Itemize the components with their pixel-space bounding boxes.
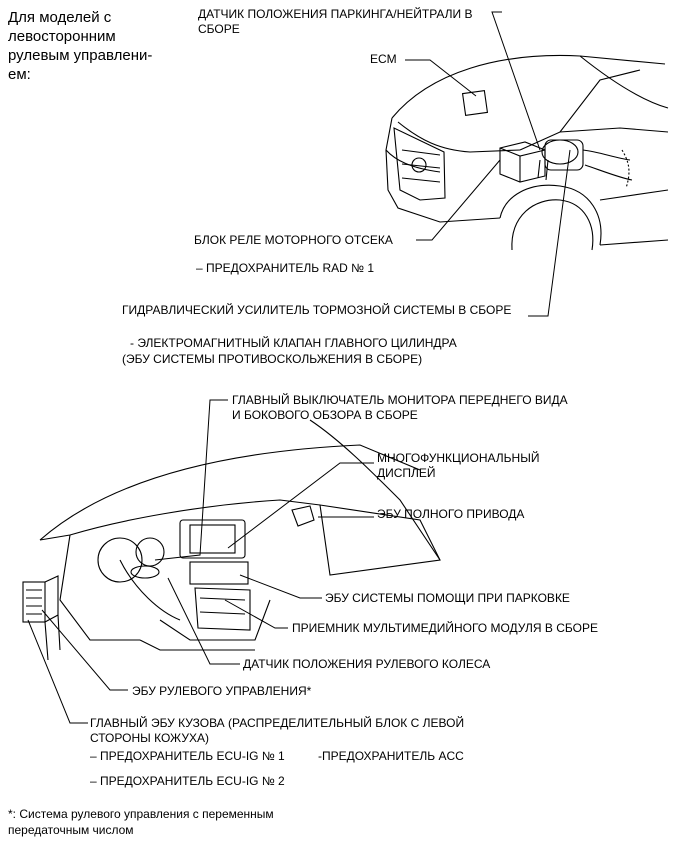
page-heading: Для моделей с левосторонним рулевым упра… — [8, 9, 153, 83]
dashboard-illustration — [22, 419, 441, 661]
label-multimedia-receiver: ПРИЕМНИК МУЛЬТИМЕДИЙНОГО МОДУЛЯ В СБОРЕ — [292, 621, 598, 635]
label-parking-assist-ecu: ЭБУ СИСТЕМЫ ПОМОЩИ ПРИ ПАРКОВКЕ — [325, 591, 570, 605]
label-brake-booster: ГИДРАВЛИЧЕСКИЙ УСИЛИТЕЛЬ ТОРМОЗНОЙ СИСТЕ… — [122, 303, 512, 317]
label-main-body-ecu: ГЛАВНЫЙ ЭБУ КУЗОВА (РАСПРЕДЕЛИТЕЛЬНЫЙ БЛ… — [90, 716, 465, 745]
label-antiskid-ecu: (ЭБУ СИСТЕМЫ ПРОТИВОСКОЛЬЖЕНИЯ В СБОРЕ) — [122, 352, 423, 366]
label-rad-fuse: – ПРЕДОХРАНИТЕЛЬ RAD № 1 — [196, 261, 375, 275]
label-steering-angle-sensor: ДАТЧИК ПОЛОЖЕНИЯ РУЛЕВОГО КОЛЕСА — [243, 657, 491, 671]
label-view-monitor-switch: ГЛАВНЫЙ ВЫКЛЮЧАТЕЛЬ МОНИТОРА ПЕРЕДНЕГО В… — [232, 393, 568, 422]
label-engine-relay-block: БЛОК РЕЛЕ МОТОРНОГО ОТСЕКА — [194, 233, 393, 247]
label-multifunction-display: МНОГОФУНКЦИОНАЛЬНЫЙ ДИСПЛЕЙ — [377, 451, 540, 480]
car-exterior-illustration — [385, 54, 669, 251]
label-awd-ecu: ЭБУ ПОЛНОГО ПРИВОДА — [377, 507, 525, 521]
label-steering-ecu: ЭБУ РУЛЕВОГО УПРАВЛЕНИЯ* — [132, 684, 312, 698]
label-ecm: ECM — [370, 52, 397, 66]
label-ecu-ig1-fuse: – ПРЕДОХРАНИТЕЛЬ ECU-IG № 1 — [90, 749, 285, 763]
label-master-cylinder-valve: - ЭЛЕКТРОМАГНИТНЫЙ КЛАПАН ГЛАВНОГО ЦИЛИН… — [130, 336, 457, 350]
label-acc-fuse: -ПРЕДОХРАНИТЕЛЬ ACC — [318, 749, 464, 763]
leader-lines — [27, 11, 571, 724]
label-ecu-ig2-fuse: – ПРЕДОХРАНИТЕЛЬ ECU-IG № 2 — [90, 774, 285, 788]
footnote: *: Система рулевого управления с перемен… — [8, 807, 274, 837]
label-park-neutral-sensor: ДАТЧИК ПОЛОЖЕНИЯ ПАРКИНГА/НЕЙТРАЛИ В СБО… — [198, 7, 473, 36]
